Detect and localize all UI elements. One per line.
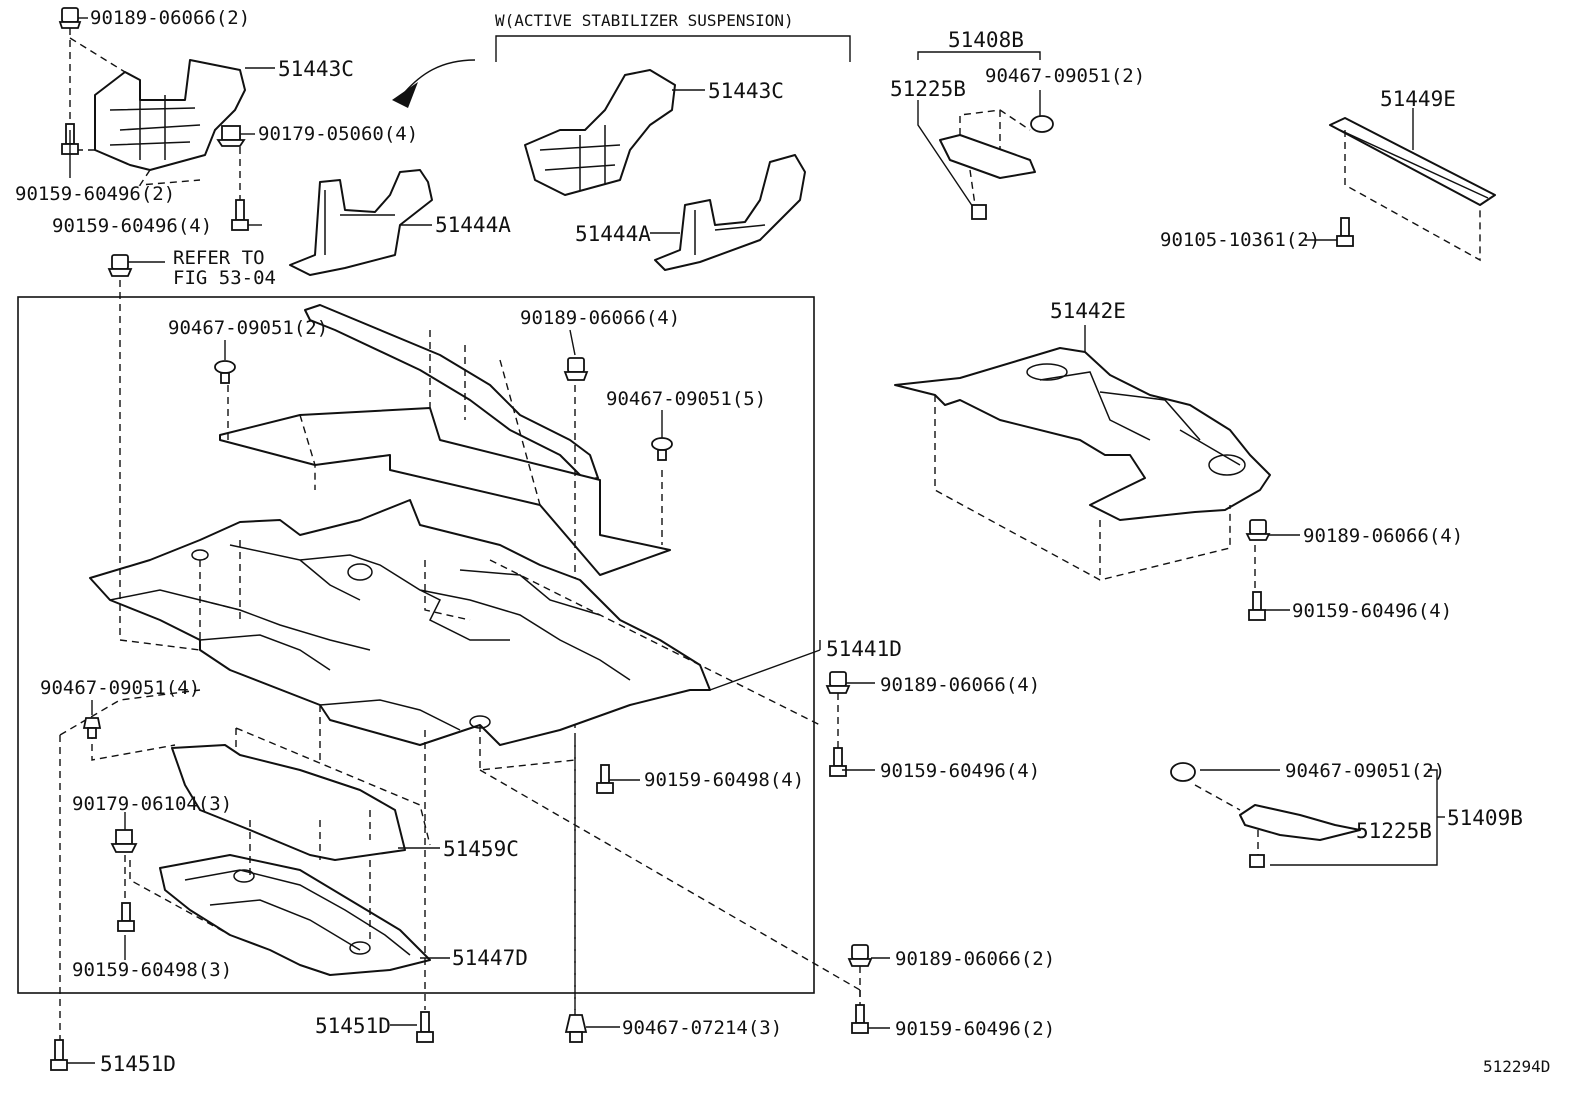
label-90467-09051-2-box: 90467-09051(2) [168,317,328,339]
label-refer-to-2: FIG 53-04 [173,267,276,289]
clip-90467-07214 [564,1014,588,1043]
label-51447d: 51447D [452,946,528,970]
label-90105-10361-2: 90105-10361(2) [1160,229,1320,251]
clip-90189-06066-right [1245,519,1271,541]
heat-insulator-51459c [171,744,406,861]
nut-51225b-top [971,204,987,220]
label-refer-to-1: REFER TO [173,247,265,269]
bolt-90159-60498-center [596,764,614,794]
label-51408b: 51408B [948,28,1024,52]
label-90159-60498-4: 90159-60498(4) [644,769,804,791]
clip-90467-09051-lower [82,717,102,739]
label-90467-09051-2-right: 90467-09051(2) [1285,760,1445,782]
label-90159-60496-4-mid: 90159-60496(4) [880,760,1040,782]
nut-51225b-bottom [1249,854,1265,868]
bracket-51444a-left [289,169,433,276]
label-90467-09051-5: 90467-09051(5) [606,388,766,410]
label-90179-05060-4: 90179-05060(4) [258,123,418,145]
label-51444a-right: 51444A [575,222,651,246]
assembly-box-51441d [17,296,815,994]
clip-90467-09051-top-right [1030,115,1054,133]
label-variant-note: W(ACTIVE STABILIZER SUSPENSION) [495,11,794,30]
label-51459c: 51459C [443,837,519,861]
clip-90189-06066-bottom [847,944,873,967]
bolt-90159-60496-mid [829,747,847,777]
label-51451d-left: 51451D [100,1052,176,1076]
label-90189-06066-4-right: 90189-06066(4) [1303,525,1463,547]
label-51409b: 51409B [1447,806,1523,830]
bolt-90105-10361 [1336,217,1354,247]
bracket-51444a-right [654,154,806,271]
heat-insulator-upper [219,407,671,576]
label-90467-07214-3: 90467-07214(3) [622,1017,782,1039]
label-90159-60496-4-right: 90159-60496(4) [1292,600,1452,622]
label-51441d: 51441D [826,637,902,661]
label-51451d-center: 51451D [315,1014,391,1038]
label-90189-06066-4-box: 90189-06066(4) [520,307,680,329]
clip-90189-06066-box [563,357,589,381]
bracket-51225b-top [939,134,1036,179]
label-51443c-left: 51443C [278,57,354,81]
label-90159-60496-4-left: 90159-60496(4) [52,215,212,237]
label-90467-09051-4: 90467-09051(4) [40,677,200,699]
label-90159-60496-2-left: 90159-60496(2) [15,183,175,205]
cover-51442e [894,347,1271,521]
clip-90467-09051-right [1170,762,1196,782]
label-90189-06066-2-top: 90189-06066(2) [90,7,250,29]
clip-90467-09051-box-right [651,437,673,461]
undercover-51447d [159,854,431,976]
label-90467-09051-2-top: 90467-09051(2) [985,65,1145,87]
bolt-90159-60496-right [1248,591,1266,621]
clip-90189-06066-top-left [58,7,82,29]
label-diagram-id: 512294D [1483,1057,1550,1076]
bolt-51451d-center [416,1011,434,1043]
nut-90179-05060 [216,125,246,147]
nut-90179-06104 [110,829,138,853]
label-90179-06104-3: 90179-06104(3) [72,793,232,815]
label-51225b-top: 51225B [890,77,966,101]
bracket-51443c-right [524,69,676,196]
label-90159-60498-3: 90159-60498(3) [72,959,232,981]
label-90159-60496-2-bottom: 90159-60496(2) [895,1018,1055,1040]
label-90189-06066-4-mid: 90189-06066(4) [880,674,1040,696]
clip-90467-09051-box-left [214,360,236,384]
bolt-51451d-left [50,1039,68,1071]
undercover-51441d [89,499,711,746]
label-51225b-bottom: 51225B [1356,819,1432,843]
crossmember-51449e [1329,117,1496,206]
clip-refer-to-fig [107,254,133,277]
label-51449e: 51449E [1380,87,1456,111]
clip-90189-06066-mid [825,671,851,694]
label-90189-06066-2-bottom: 90189-06066(2) [895,948,1055,970]
bolt-90159-60496-left-b [231,199,249,231]
bracket-51443c-left [94,59,246,171]
label-51442e: 51442E [1050,299,1126,323]
label-51443c-right: 51443C [708,79,784,103]
label-51444a-left: 51444A [435,213,511,237]
bolt-90159-60496-bottom [851,1004,869,1034]
bolt-90159-60498-left [117,902,135,932]
